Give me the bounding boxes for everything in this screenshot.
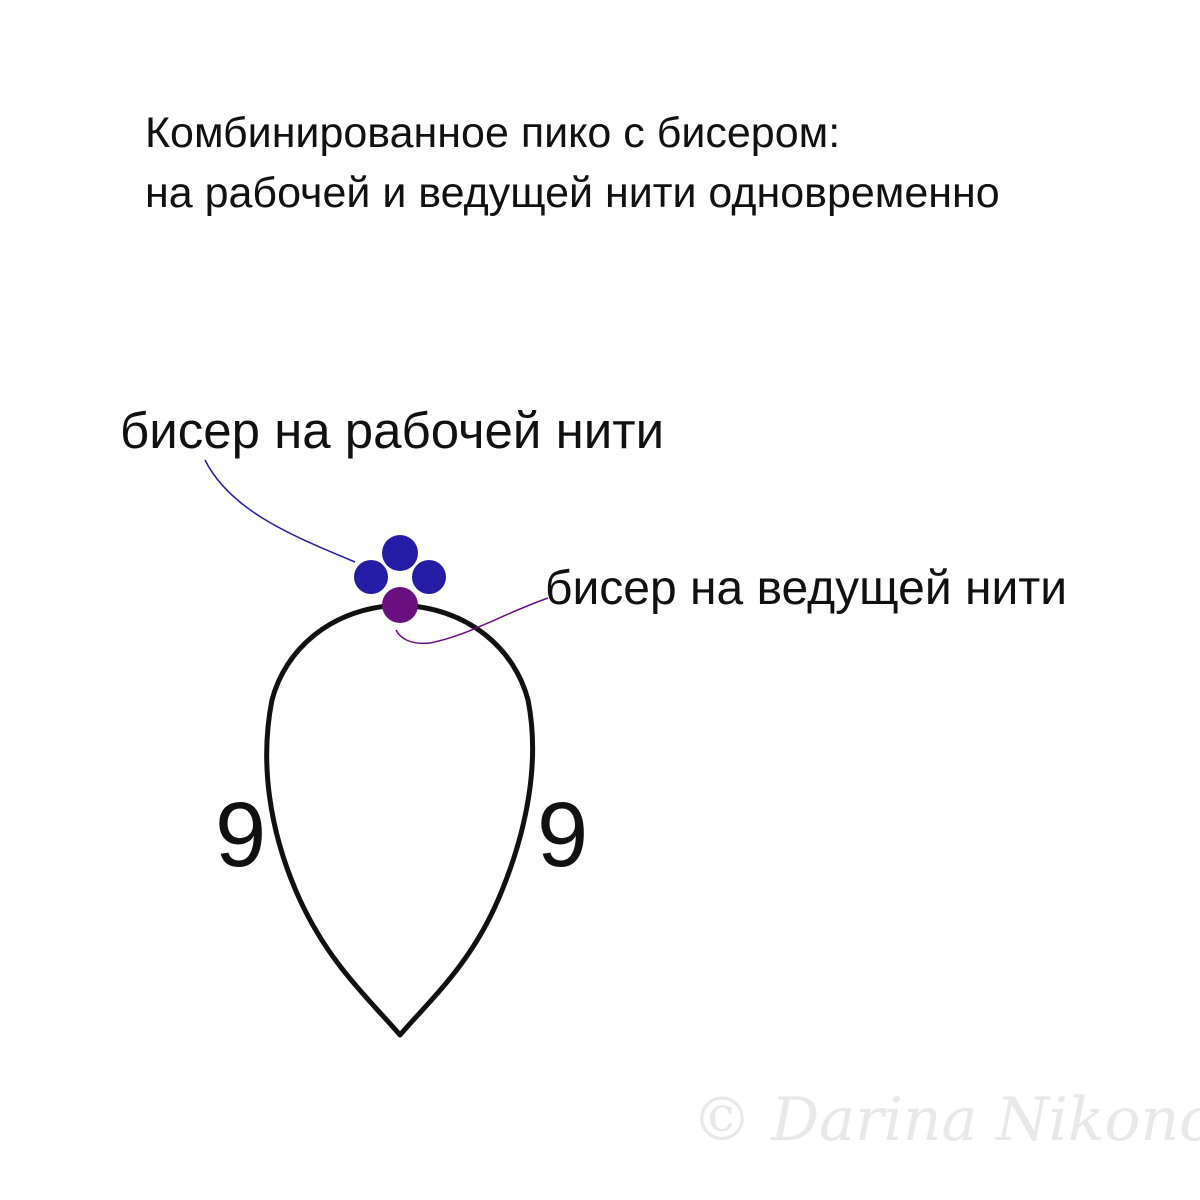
title-line-1: Комбинированное пико с бисером: bbox=[145, 109, 840, 157]
right-stitch-count: 9 bbox=[537, 784, 588, 886]
leader-line-working bbox=[204, 459, 356, 563]
leader-line-core bbox=[395, 597, 549, 645]
working-bead-top bbox=[382, 535, 418, 571]
working-bead-right bbox=[412, 560, 446, 594]
label-working-thread-beads: бисер на рабочей нити bbox=[120, 402, 664, 459]
watermark: © Darina Nikonova bbox=[692, 1085, 1200, 1155]
ring-loop bbox=[264, 602, 536, 1038]
label-core-thread-beads: бисер на ведущей нити bbox=[545, 562, 1067, 615]
left-stitch-count: 9 bbox=[215, 784, 266, 886]
working-bead-left bbox=[354, 560, 388, 594]
title-line-2: на рабочей и ведущей нити одновременно bbox=[145, 169, 1000, 217]
core-bead bbox=[382, 587, 418, 623]
